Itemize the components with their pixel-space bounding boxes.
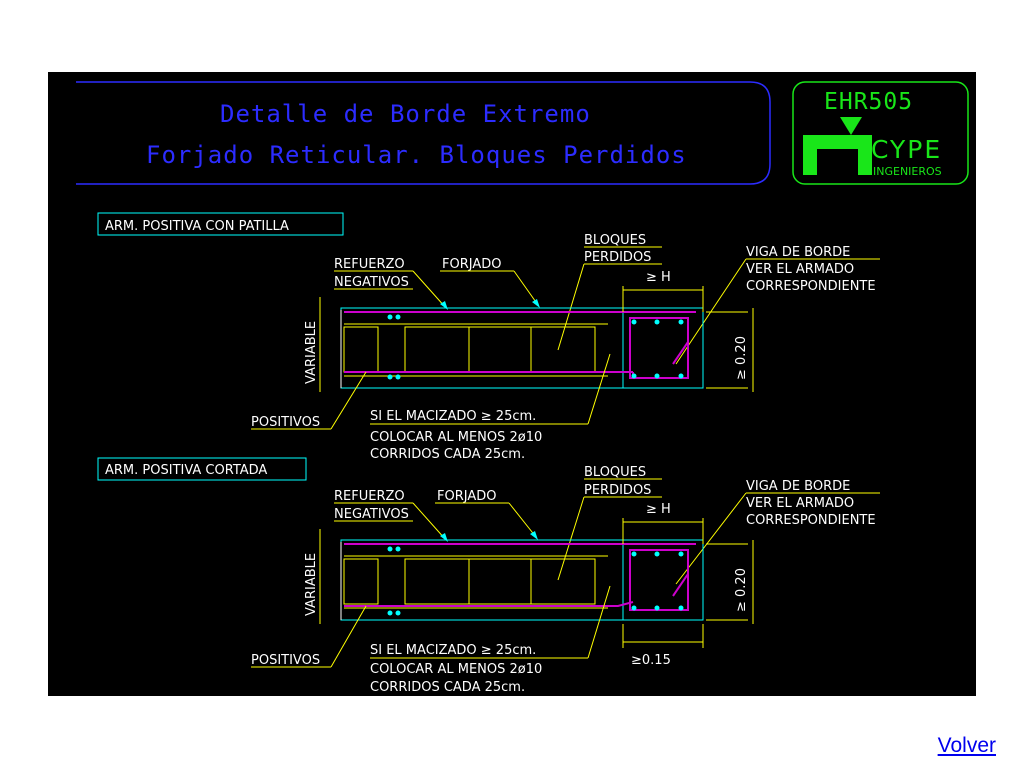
- title-line-1: Detalle de Borde Extremo: [220, 100, 591, 128]
- detail-2-rebar: [344, 543, 696, 611]
- logo-triangle-icon: [840, 117, 862, 135]
- detail-2-correspondiente-label: CORRESPONDIENTE: [746, 513, 876, 528]
- title-frame: [76, 81, 771, 185]
- title-line-2: Forjado Reticular. Bloques Perdidos: [146, 141, 687, 169]
- detail-2-note-2: COLOCAR AL MENOS 2ø10: [370, 662, 542, 677]
- detail-2-bloques-label: BLOQUES: [584, 465, 646, 480]
- back-link[interactable]: Volver: [937, 734, 996, 757]
- detail-2-perdidos-label: PERDIDOS: [584, 483, 651, 498]
- detail-2-h-dimension: ≥ H: [646, 502, 671, 517]
- detail-1-heading-box: [97, 212, 344, 236]
- detail-1-beam-outline: [622, 307, 704, 389]
- cad-svg: Detalle de Borde Extremo Forjado Reticul…: [76, 81, 969, 695]
- detail-1-correspondiente-label: CORRESPONDIENTE: [746, 279, 876, 294]
- logo-sub: INGENIEROS: [873, 165, 942, 178]
- detail-2-heading-box: [97, 457, 307, 481]
- detail-2-heading: ARM. POSITIVA CORTADA: [105, 463, 267, 478]
- logo-brand: CYPE: [871, 135, 942, 164]
- detail-1-h-dimension: ≥ H: [646, 270, 671, 285]
- detail-2-refuerzo-label: REFUERZO: [334, 489, 405, 504]
- detail-2-forjado-label: FORJADO: [437, 489, 496, 504]
- detail-2-variable-label: VARIABLE: [304, 553, 319, 616]
- detail-1-negativos-label: NEGATIVOS: [334, 275, 409, 290]
- detail-1-height-dimension: ≥ 0.20: [734, 336, 749, 380]
- logo-post-left: [803, 135, 817, 175]
- cad-drawing: Detalle de Borde Extremo Forjado Reticul…: [48, 72, 976, 696]
- logo-frame: [792, 81, 969, 185]
- detail-1-forjado-label: FORJADO: [442, 257, 501, 272]
- detail-1-bloques-label: BLOQUES: [584, 233, 646, 248]
- detail-1-note-3: CORRIDOS CADA 25cm.: [370, 447, 525, 462]
- detail-2-beam-outline: [622, 539, 704, 621]
- detail-2: ARM. POSITIVA CORTADA REFUERZO NEGATIVOS…: [97, 457, 880, 695]
- detail-2-note-3: CORRIDOS CADA 25cm.: [370, 680, 525, 695]
- detail-2-armado-label: VER EL ARMADO: [746, 496, 854, 511]
- detail-2-viga-label: VIGA DE BORDE: [746, 479, 850, 494]
- detail-1-armado-label: VER EL ARMADO: [746, 262, 854, 277]
- detail-1-heading: ARM. POSITIVA CON PATILLA: [105, 219, 289, 234]
- detail-1-note-1: SI EL MACIZADO ≥ 25cm.: [370, 409, 536, 424]
- detail-1-note-2: COLOCAR AL MENOS 2ø10: [370, 430, 542, 445]
- detail-2-note-1: SI EL MACIZADO ≥ 25cm.: [370, 643, 536, 658]
- detail-2-blocks: [343, 555, 608, 609]
- detail-1-refuerzo-label: REFUERZO: [334, 257, 405, 272]
- detail-1-positivos-label: POSITIVOS: [251, 415, 320, 430]
- cype-logo: EHR505 CYPE INGENIEROS: [792, 81, 969, 185]
- detail-1-bar-dots: [387, 314, 684, 380]
- logo-code: EHR505: [824, 89, 913, 115]
- detail-1-variable-label: VARIABLE: [304, 321, 319, 384]
- detail-1-viga-label: VIGA DE BORDE: [746, 245, 850, 260]
- detail-2-positivos-label: POSITIVOS: [251, 653, 320, 668]
- detail-1: ARM. POSITIVA CON PATILLA REFUERZO NEGAT…: [97, 212, 880, 462]
- detail-2-bar-dots: [387, 546, 684, 616]
- detail-2-negativos-label: NEGATIVOS: [334, 507, 409, 522]
- detail-2-bottom-dimension: ≥0.15: [631, 653, 671, 668]
- detail-2-height-dimension: ≥ 0.20: [734, 568, 749, 612]
- detail-1-blocks: [343, 323, 608, 377]
- logo-bar: [803, 135, 872, 149]
- detail-1-perdidos-label: PERDIDOS: [584, 250, 651, 265]
- detail-1-rebar: [344, 311, 696, 379]
- logo-post-right: [858, 135, 872, 175]
